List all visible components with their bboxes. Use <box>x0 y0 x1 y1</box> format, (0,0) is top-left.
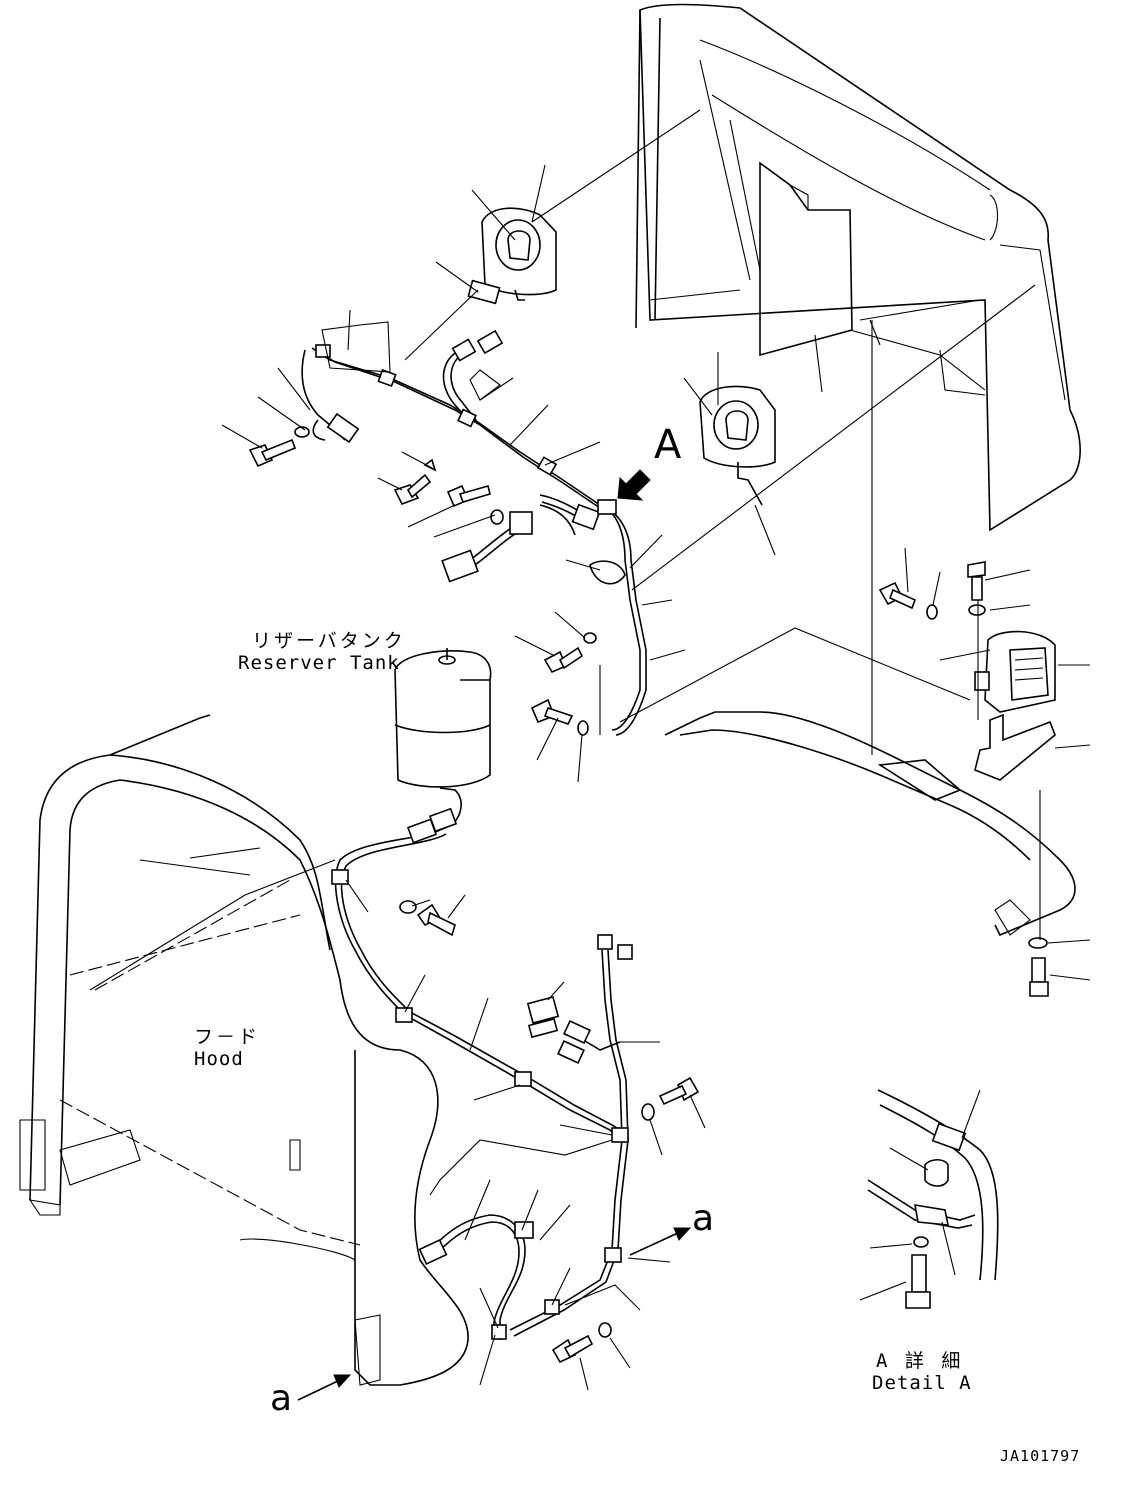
reserver-tank <box>394 648 492 831</box>
cab-rear-panel <box>635 3 1081 532</box>
ref-a-label-right: a <box>692 1198 715 1239</box>
horn-lower <box>699 385 776 506</box>
upper-harness <box>301 279 647 736</box>
mounting-frame <box>664 320 1076 940</box>
hood-label-jp: フ－ド <box>194 1026 261 1048</box>
drawing-code: JA101797 <box>1000 1447 1081 1465</box>
relay-assembly <box>878 561 1056 997</box>
bolt-group-upper <box>248 426 597 736</box>
detail-a-drawing <box>867 1089 999 1309</box>
leader-lines <box>89 109 1091 1391</box>
horn-upper <box>481 207 557 301</box>
ref-arrow-right <box>629 1227 692 1256</box>
view-a-arrow <box>617 469 651 501</box>
hood-label-en: Hood <box>194 1048 244 1070</box>
detail-a-label-en: Detail A <box>872 1372 972 1394</box>
hood <box>19 714 469 1386</box>
insulation-pad <box>759 161 853 357</box>
reserver-tank-label-jp: リザーバタンク <box>252 630 406 652</box>
reserver-tank-label-en: Reserver Tank <box>238 652 400 674</box>
view-a-label: A <box>654 422 682 468</box>
detail-a-label-jp: A 詳 細 <box>876 1350 964 1372</box>
lower-harness <box>331 807 700 1364</box>
ref-a-label-left: a <box>270 1378 293 1419</box>
ref-arrow-left <box>297 1374 352 1401</box>
